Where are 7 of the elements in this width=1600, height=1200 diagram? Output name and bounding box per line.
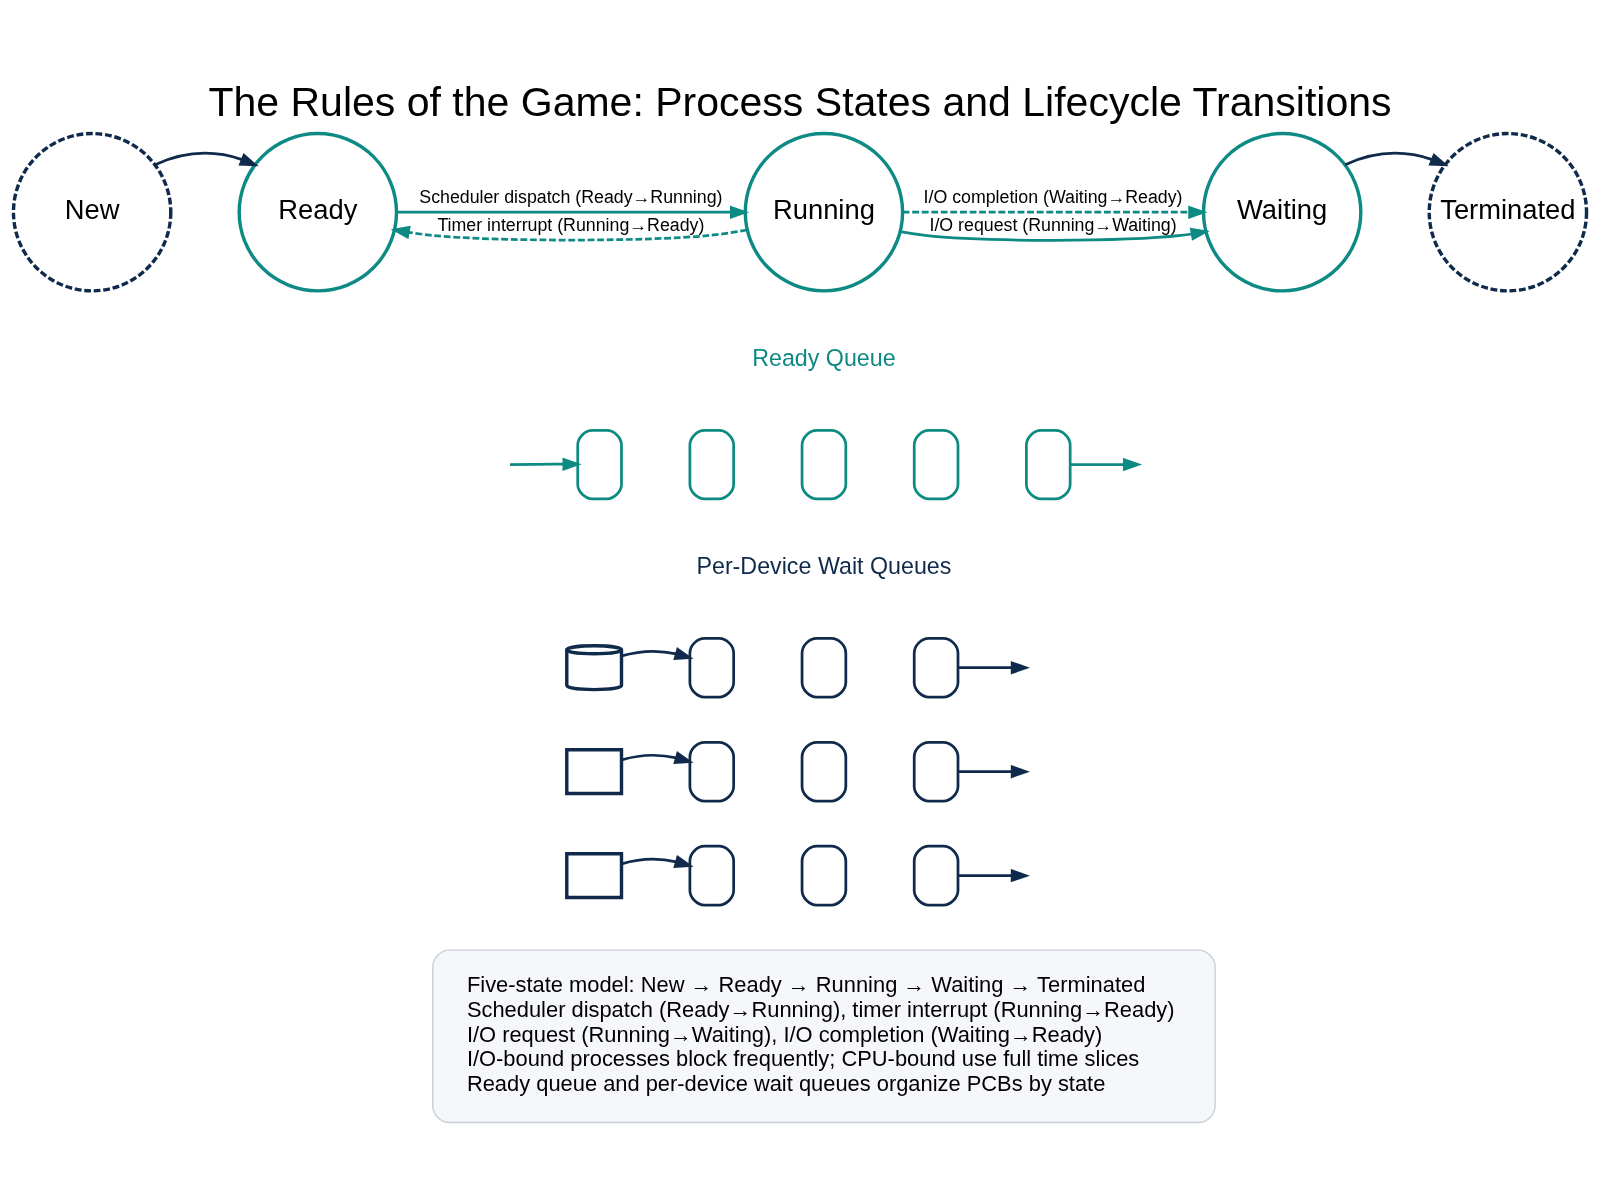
edge-label: Timer interrupt (Running→Ready) <box>437 214 705 235</box>
label: Per-Device Wait Queues <box>696 553 952 580</box>
edge-label: Scheduler dispatch (Ready→Running) <box>419 187 723 208</box>
edge-label: I/O completion (Waiting→Ready) <box>923 187 1183 208</box>
edge-label: I/O request (Running→Waiting) <box>929 214 1177 235</box>
label: Ready Queue <box>752 345 896 372</box>
diagram-title: The Rules of the Game: Process States and Lifecycle Transitions <box>208 78 1392 125</box>
